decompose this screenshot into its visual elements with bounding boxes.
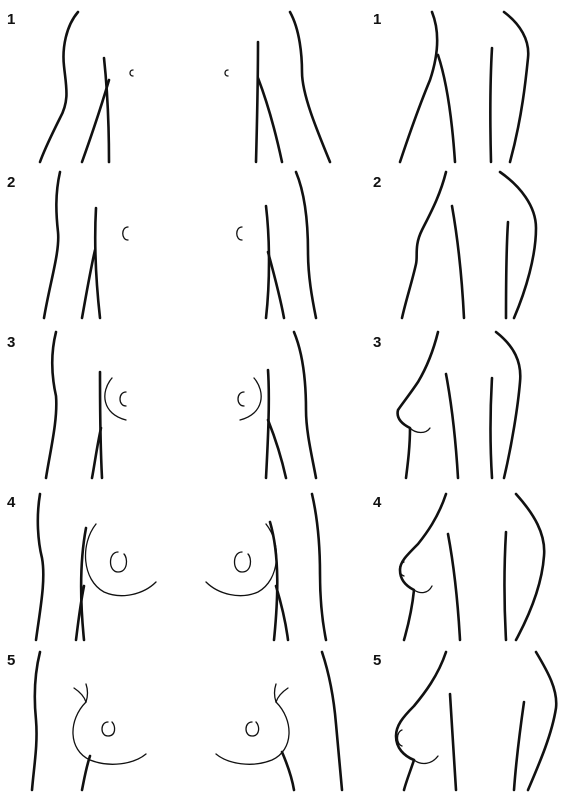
torso-left-outline [46,332,56,478]
torso-left-outline [40,12,78,162]
breast-contour-right [216,702,289,764]
back-outline [504,12,528,162]
torso-right-outline [312,494,326,640]
breast-contour-right [206,524,276,596]
stage-2-side-view [402,172,536,318]
breast-contour-left [73,702,146,764]
arm-crease-right [268,252,284,318]
torso-center-line-left [95,208,100,318]
stage-3-side-view [398,332,521,478]
torso-right-outline [290,12,330,162]
side-inner-line [452,206,464,318]
torso-center-line-right [282,752,294,790]
stage-4-front-view [36,494,326,640]
back-line [491,378,493,478]
arm-crease-right [268,420,286,478]
stage-2-front-view [44,172,316,318]
nipple-right [237,227,242,240]
back-outline [496,332,520,478]
side-body-outline [402,172,446,318]
torso-center-line-right [270,522,277,640]
breast-underside [414,756,438,763]
axilla-fold-left-a [74,688,86,702]
nipple-left [111,552,127,572]
side-inner-line [450,694,456,790]
torso-center-line-left [81,528,86,640]
stage-1-front-view [40,12,330,162]
nipple-right [225,70,228,76]
torso-center-line-left [104,58,109,162]
back-outline [516,494,544,640]
nipple-right [246,722,259,736]
torso-right-outline [294,332,316,478]
back-outline [528,652,556,790]
nipple-left [102,722,115,736]
breast-underside [414,586,432,593]
nipple-right [238,392,244,406]
back-line [505,532,507,640]
side-body-outline [396,652,446,790]
back-line [506,222,508,318]
torso-right-outline [296,172,316,318]
arm-crease-left [82,80,109,162]
side-inner-line [446,374,458,478]
nipple-left [130,70,133,76]
torso-center-line-right [256,42,258,162]
stage-1-side-view [400,12,528,162]
back-line [514,702,524,790]
arm-crease-right [276,586,288,640]
breast-contour-left [86,524,156,596]
breast-contour-left [105,378,126,420]
side-body-outline [398,332,438,478]
arm-crease-left [92,428,101,478]
torso-left-outline [36,494,43,640]
nipple-left [123,227,128,240]
axilla-fold-left-b [86,684,88,702]
stage-3-front-view [46,332,316,478]
torso-center-line-right [266,206,269,318]
stage-5-front-view [32,652,342,790]
axilla-fold-right-a [276,688,288,702]
side-inner-line [448,534,460,640]
breast-underside [410,428,430,433]
side-body-outline [400,12,437,162]
stage-4-side-view [400,494,545,640]
nipple-side [398,730,403,746]
side-inner-line [438,55,455,162]
side-body-outline [400,494,446,640]
nipple-left [120,392,126,406]
torso-right-outline [322,652,342,790]
arm-crease-left [82,250,95,318]
arm-crease-right [258,78,282,162]
torso-left-outline [44,172,60,318]
torso-center-line-left [82,756,90,790]
nipple-right [235,552,251,572]
torso-center-line-left [100,372,102,478]
axilla-fold-right-b [275,684,277,702]
torso-left-outline [32,652,40,790]
breast-contour-right [240,378,261,420]
back-line [490,48,492,162]
stage-5-side-view [396,652,556,790]
